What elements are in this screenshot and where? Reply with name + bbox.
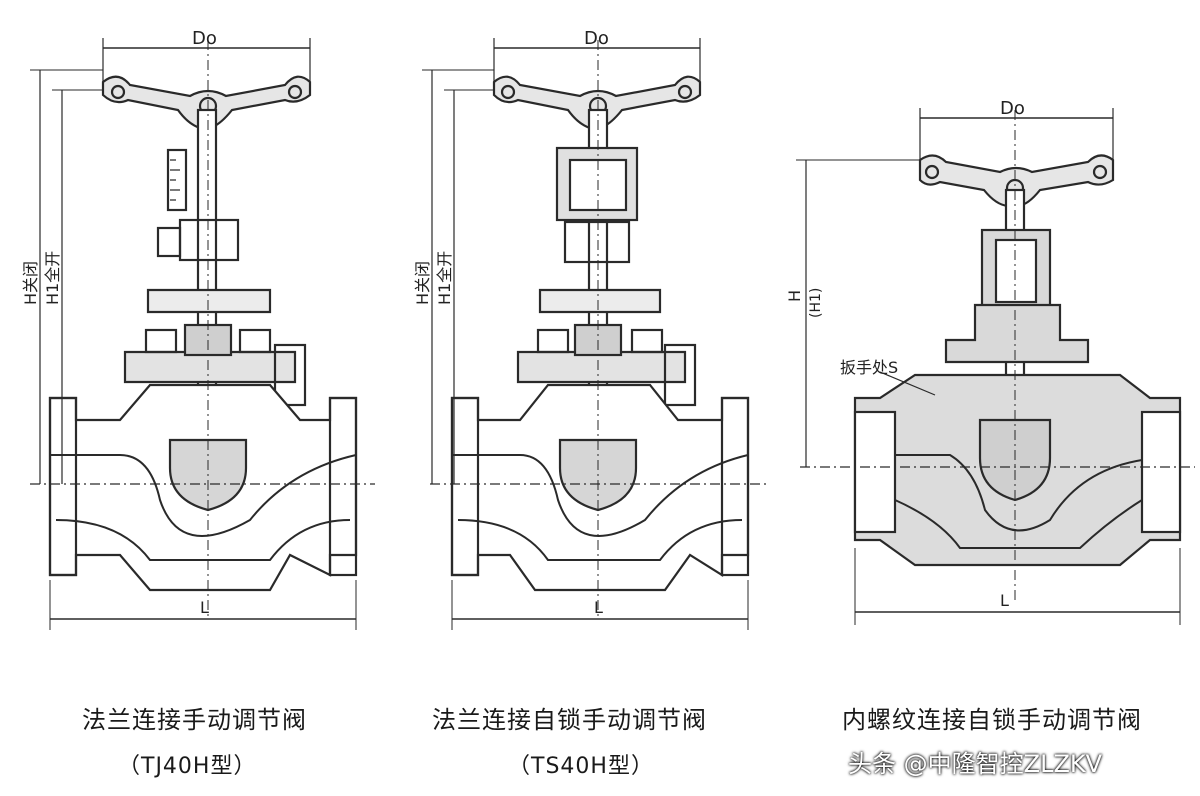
valve-1-model: （TJ40H型）: [118, 754, 257, 779]
valve-2-caption: 法兰连接自锁手动调节阀: [432, 706, 707, 734]
valve-3-bonnet: [944, 303, 1090, 364]
valve-1-caption: 法兰连接手动调节阀: [82, 706, 307, 734]
valve-2-h1-open-label: H1全开: [435, 251, 454, 305]
valve-3-caption: 内螺纹连接自锁手动调节阀: [842, 706, 1142, 734]
valve-1-length-label: L: [200, 598, 209, 617]
valve-3-length-label: L: [1000, 591, 1009, 610]
valve-3-h1-label: (H1): [808, 288, 824, 318]
valve-1-handwheel: [101, 75, 312, 130]
valve-2-length-label: L: [594, 598, 603, 617]
valve-3-drawing: [796, 108, 1195, 625]
valve-1-h-closed-label: H关闭: [21, 261, 40, 305]
valve-2-drawing: [422, 38, 770, 630]
valve-1-drawing: [30, 38, 375, 630]
valve-2-bonnet: [516, 350, 687, 384]
valve-1-h1-open-label: H1全开: [43, 251, 62, 305]
valve-2-do-label: Do: [584, 28, 609, 49]
valve-2-handwheel: [492, 75, 702, 130]
watermark: 头条 @中隆智控ZLZKV: [848, 750, 1103, 778]
valve-2-h-closed-label: H关闭: [413, 261, 432, 305]
valve-1-bonnet: [123, 350, 297, 384]
valve-3-h-label: H: [785, 290, 804, 302]
valve-3-do-label: Do: [1000, 98, 1025, 119]
valve-2-model: （TS40H型）: [508, 754, 654, 779]
valve-1-do-label: Do: [192, 28, 217, 49]
valve-3-wrench-label: 扳手处S: [840, 358, 898, 377]
